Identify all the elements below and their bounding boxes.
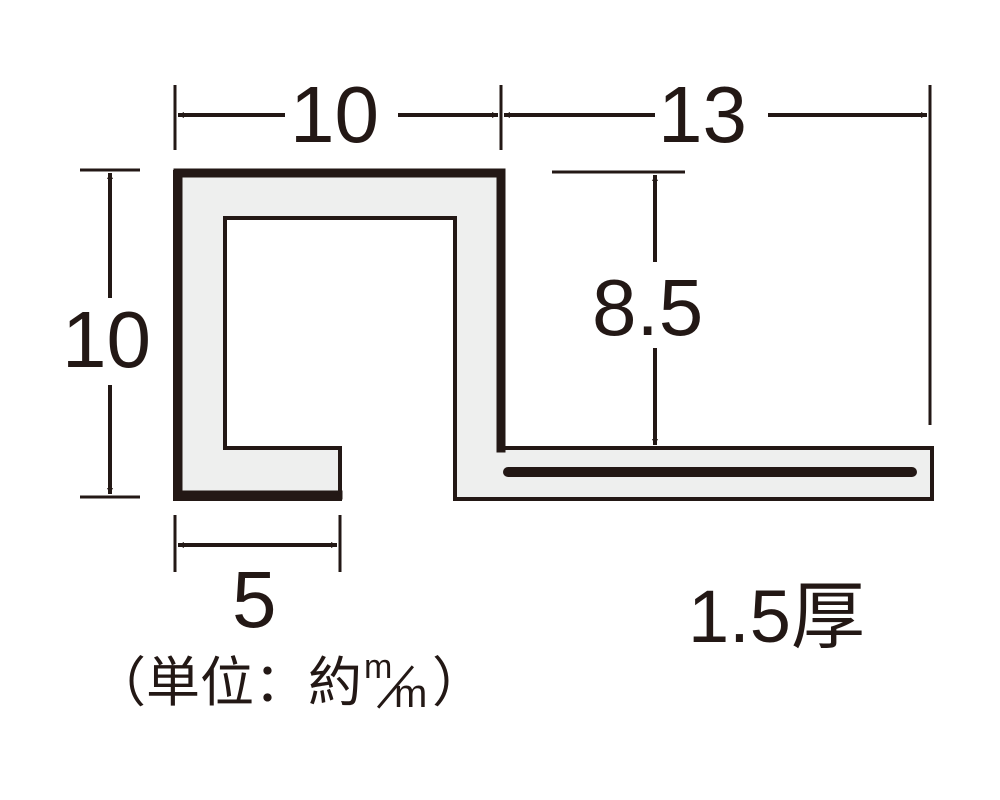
profile-shape [173,170,934,501]
dim-label-left: 10 [62,295,151,384]
unit-close: ） [432,653,486,713]
dim-label-top-left: 10 [290,70,379,159]
unit-open: （ [92,653,146,713]
dim-label-step: 8.5 [592,263,704,352]
unit-text: 単位：約 [146,653,362,713]
dim-label-lip: 5 [232,555,277,644]
unit-top: m [364,648,393,686]
dim-label-top-right: 13 [658,70,747,159]
profile-thick-edge [173,168,506,500]
thickness-label: 1.5厚 [688,575,865,658]
unit-bottom: m [394,672,428,716]
